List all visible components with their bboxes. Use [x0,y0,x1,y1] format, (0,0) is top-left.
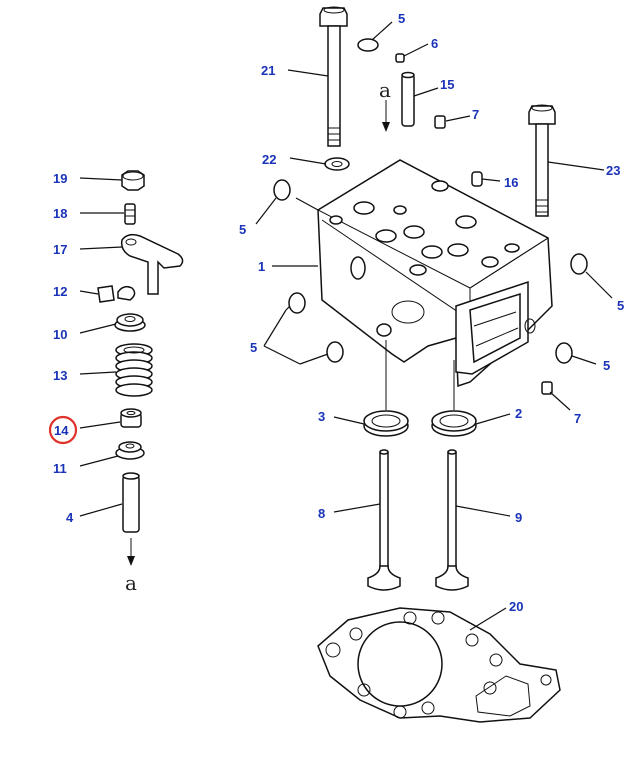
part-5-plug-lower-right [555,342,573,364]
reference-letter-top: a [379,78,391,102]
callout-17: 17 [53,242,67,257]
callout-21: 21 [261,63,275,78]
part-22-washer [324,157,350,171]
callout-10: 10 [53,327,67,342]
callout-7-top: 7 [472,107,479,122]
callout-9: 9 [515,510,522,525]
part-9-exhaust-valve [435,449,469,591]
callout-5-top: 5 [398,11,405,26]
callout-12: 12 [53,284,67,299]
callout-15: 15 [440,77,454,92]
callout-22: 22 [262,152,276,167]
callout-13: 13 [53,368,67,383]
callout-19: 19 [53,171,67,186]
callout-23: 23 [606,163,620,178]
part-16-dowel [471,171,483,187]
callout-5-right: 5 [617,298,624,313]
callout-7-bottom: 7 [574,411,581,426]
callout-2: 2 [515,406,522,421]
part-21-long-bolt [319,6,348,147]
part-5-plug-bottom [326,341,344,363]
callout-1: 1 [258,259,265,274]
part-7-small-bolt-bottom [541,381,553,395]
callout-11: 11 [53,461,67,476]
part-4-valve-guide [122,472,140,566]
callout-4: 4 [66,510,74,525]
part-2-valve-seat [431,410,477,437]
callout-6: 6 [431,36,438,51]
part-8-intake-valve [367,449,401,591]
part-13-valve-spring [115,343,153,397]
part-1-cylinder-head [316,159,553,388]
part-3-valve-seat [363,410,409,437]
callout-8: 8 [318,506,325,521]
part-11-spring-seat [115,441,145,460]
callout-16: 16 [504,175,518,190]
part-5-plug-right [570,253,588,275]
part-20-head-gasket [317,607,561,723]
part-18-screw [124,203,136,225]
part-6-pin [395,53,405,63]
part-17-rocker-arm [120,233,184,295]
part-19-nut [121,170,145,191]
part-7-small-bolt-top [434,115,446,129]
callout-14: 14 [54,423,69,438]
leader-lines [79,21,613,631]
callout-20: 20 [509,599,523,614]
callout-3: 3 [318,409,325,424]
callout-5-left: 5 [239,222,246,237]
highlight-circle [48,415,78,445]
part-23-bolt-right [528,104,556,217]
callout-5-lower-right: 5 [603,358,610,373]
reference-letter-bottom: a [125,571,137,595]
part-10-retainer [114,313,146,332]
part-5-plug-top [357,38,379,52]
part-14-valve-stem-seal [120,408,142,428]
callout-5-lower-left: 5 [250,340,257,355]
part-15-tube [401,71,415,127]
part-5-plug-lower-left [288,292,306,314]
part-12-cotter [97,285,136,303]
part-5-plug-left [273,179,291,201]
callout-18: 18 [53,206,67,221]
